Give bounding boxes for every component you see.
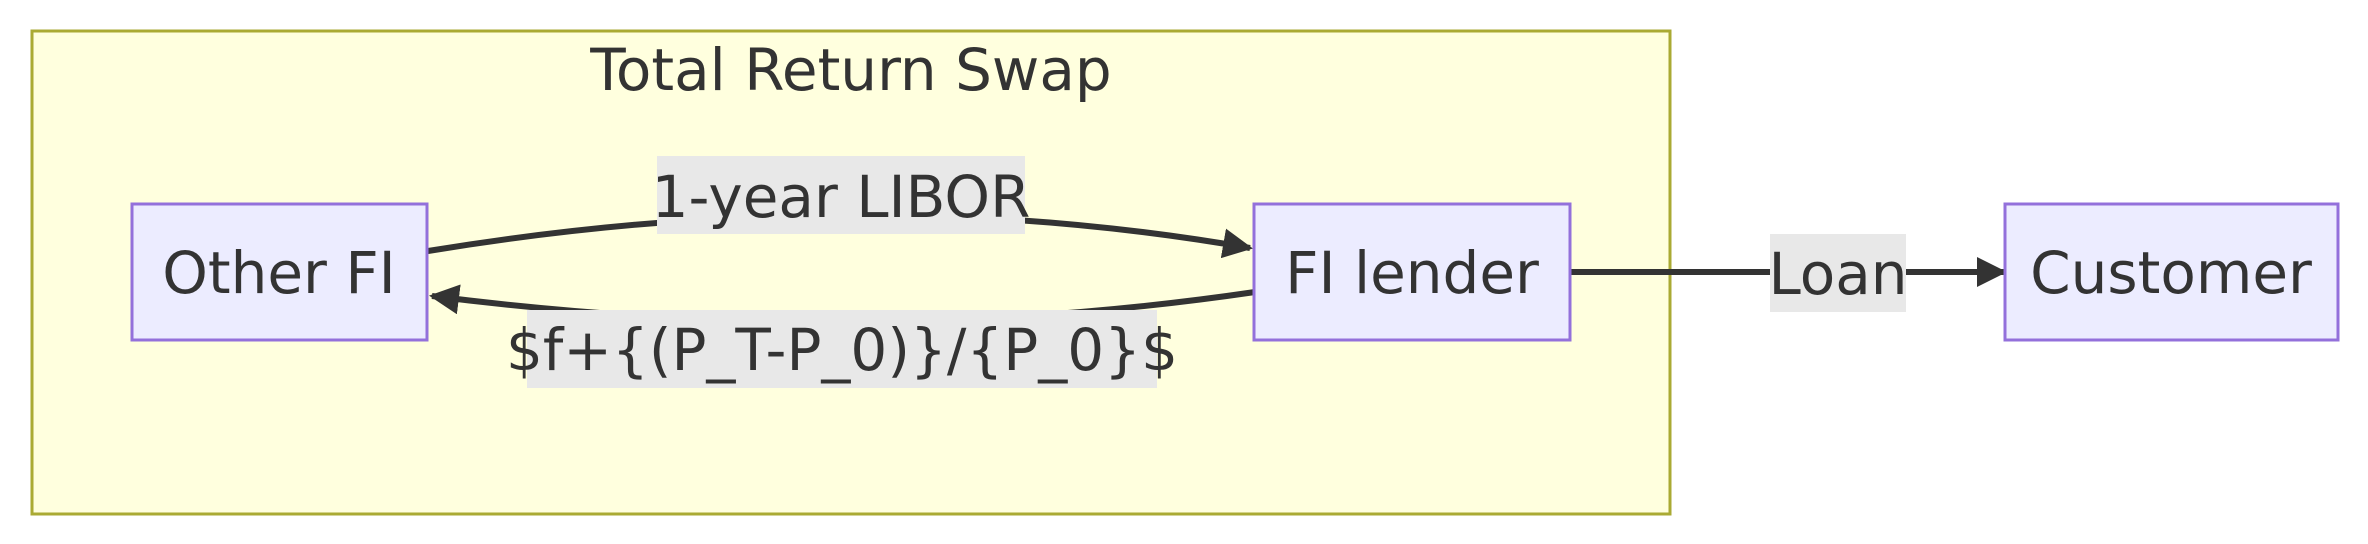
cluster-title: Total Return Swap — [589, 36, 1111, 104]
node-other-fi-box[interactable] — [130, 202, 429, 342]
node-customer-box[interactable] — [2003, 202, 2340, 342]
node-fi-lender[interactable]: FI lender — [1252, 202, 1572, 342]
edge-loan: Loan — [1571, 234, 2007, 312]
edge-loan-label: Loan — [1768, 240, 1907, 308]
edge-loan-label-bg — [1770, 234, 1906, 312]
node-fi-lender-box[interactable] — [1252, 202, 1572, 342]
edge-libor-label: 1-year LIBOR — [652, 163, 1031, 231]
node-customer-label: Customer — [2030, 239, 2312, 307]
edge-libor-label-bg — [657, 156, 1025, 234]
node-other-fi[interactable]: Other FI — [130, 202, 429, 342]
edge-return-label-bg — [527, 310, 1157, 388]
edge-libor: 1-year LIBOR — [427, 156, 1253, 259]
node-fi-lender-label: FI lender — [1285, 239, 1539, 307]
edge-return-label: $f+{(P_T-P_0)}/{P_0}$ — [506, 316, 1178, 384]
edge-return: $f+{(P_T-P_0)}/{P_0}$ — [429, 284, 1256, 388]
node-customer[interactable]: Customer — [2003, 202, 2340, 342]
node-other-fi-label: Other FI — [162, 239, 396, 307]
